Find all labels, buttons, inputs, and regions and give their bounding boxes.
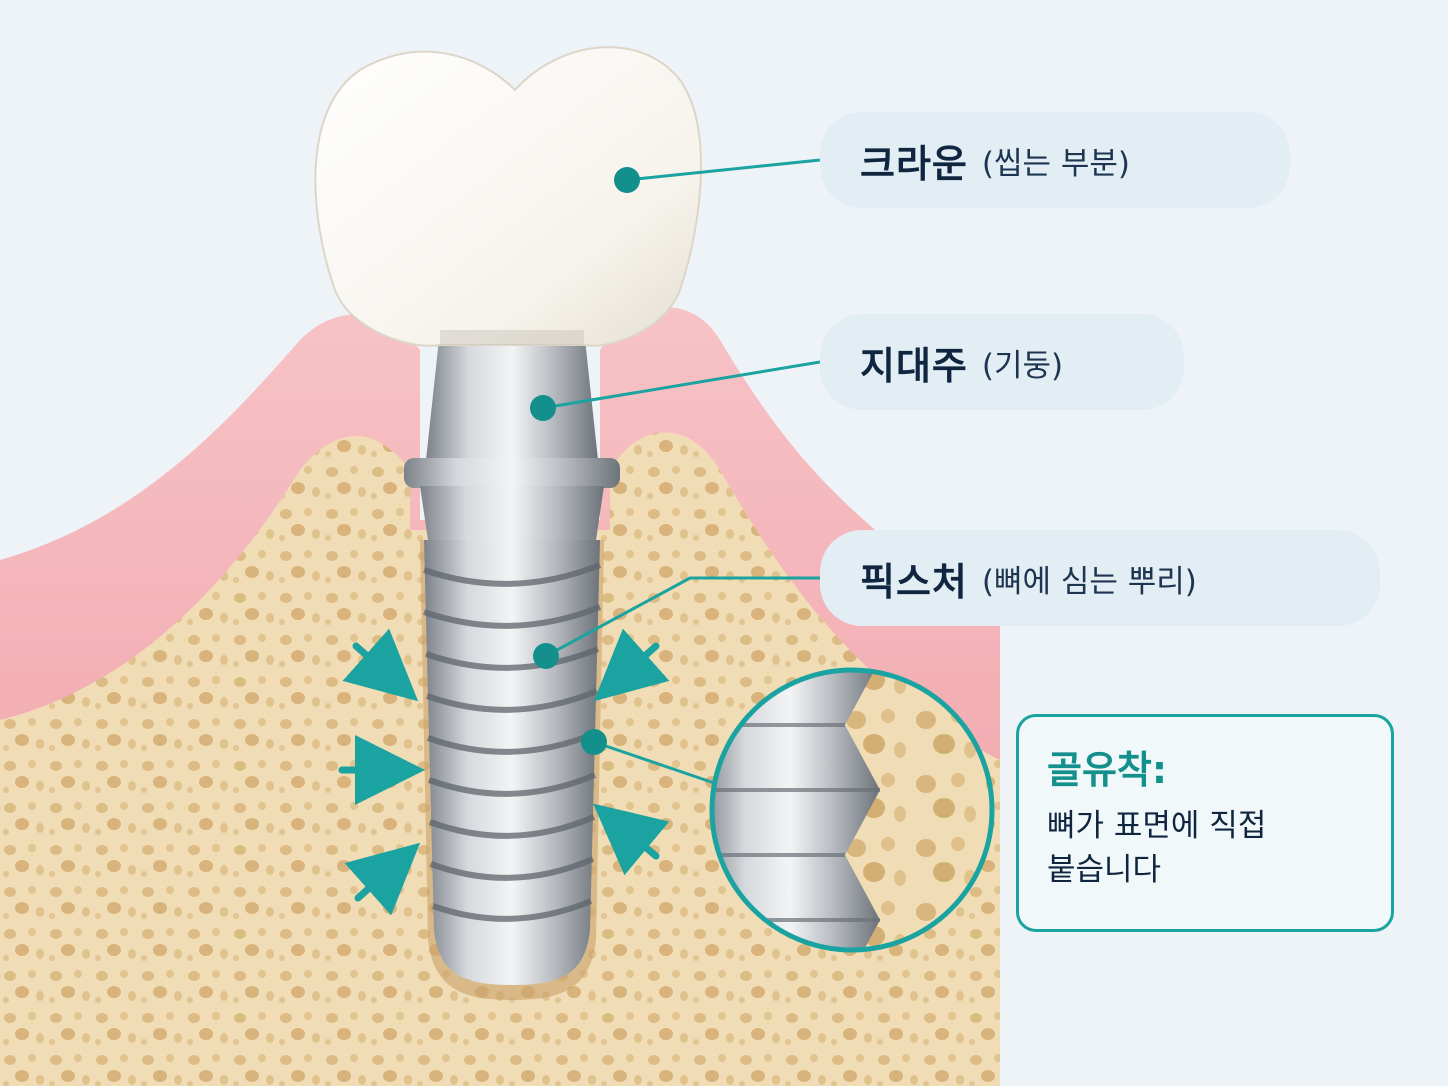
crown-label-sub: (씹는 부분) bbox=[981, 145, 1131, 182]
arrow-right-2 bbox=[593, 803, 670, 876]
fixture-marker bbox=[533, 643, 559, 669]
crown-tooth bbox=[314, 46, 702, 347]
abutment-label: 지대주 (기둥) bbox=[820, 314, 1184, 410]
osseo-marker bbox=[581, 729, 607, 755]
fixture-label: 픽스처 (뼈에 심는 뿌리) bbox=[820, 530, 1380, 626]
fixture-label-main: 픽스처 bbox=[860, 559, 968, 604]
fixture-label-sub: (뼈에 심는 뿌리) bbox=[981, 563, 1197, 600]
bone bbox=[0, 436, 410, 1086]
arrow-right-1 bbox=[593, 628, 670, 702]
abutment-label-main: 지대주 bbox=[860, 343, 968, 388]
abutment-label-sub: (기둥) bbox=[981, 347, 1064, 384]
abutment-marker bbox=[530, 395, 556, 421]
osseointegration-text-1: 뼈가 표면에 직접 bbox=[1047, 808, 1267, 844]
osseointegration-title: 골유착: bbox=[1047, 748, 1168, 792]
fixture-screw bbox=[423, 540, 602, 985]
crown-marker bbox=[614, 167, 640, 193]
abutment-post bbox=[404, 330, 620, 540]
crown-label: 크라운 (씹는 부분) bbox=[820, 112, 1290, 208]
osseointegration-callout: 골유착: 뼈가 표면에 직접 붙습니다 bbox=[1016, 714, 1394, 932]
arrow-left-1 bbox=[342, 628, 419, 702]
osseointegration-text-2: 붙습니다 bbox=[1047, 852, 1162, 888]
arrow-left-3 bbox=[344, 842, 421, 916]
zoom-inset bbox=[709, 667, 995, 953]
crown-label-main: 크라운 bbox=[860, 141, 968, 186]
